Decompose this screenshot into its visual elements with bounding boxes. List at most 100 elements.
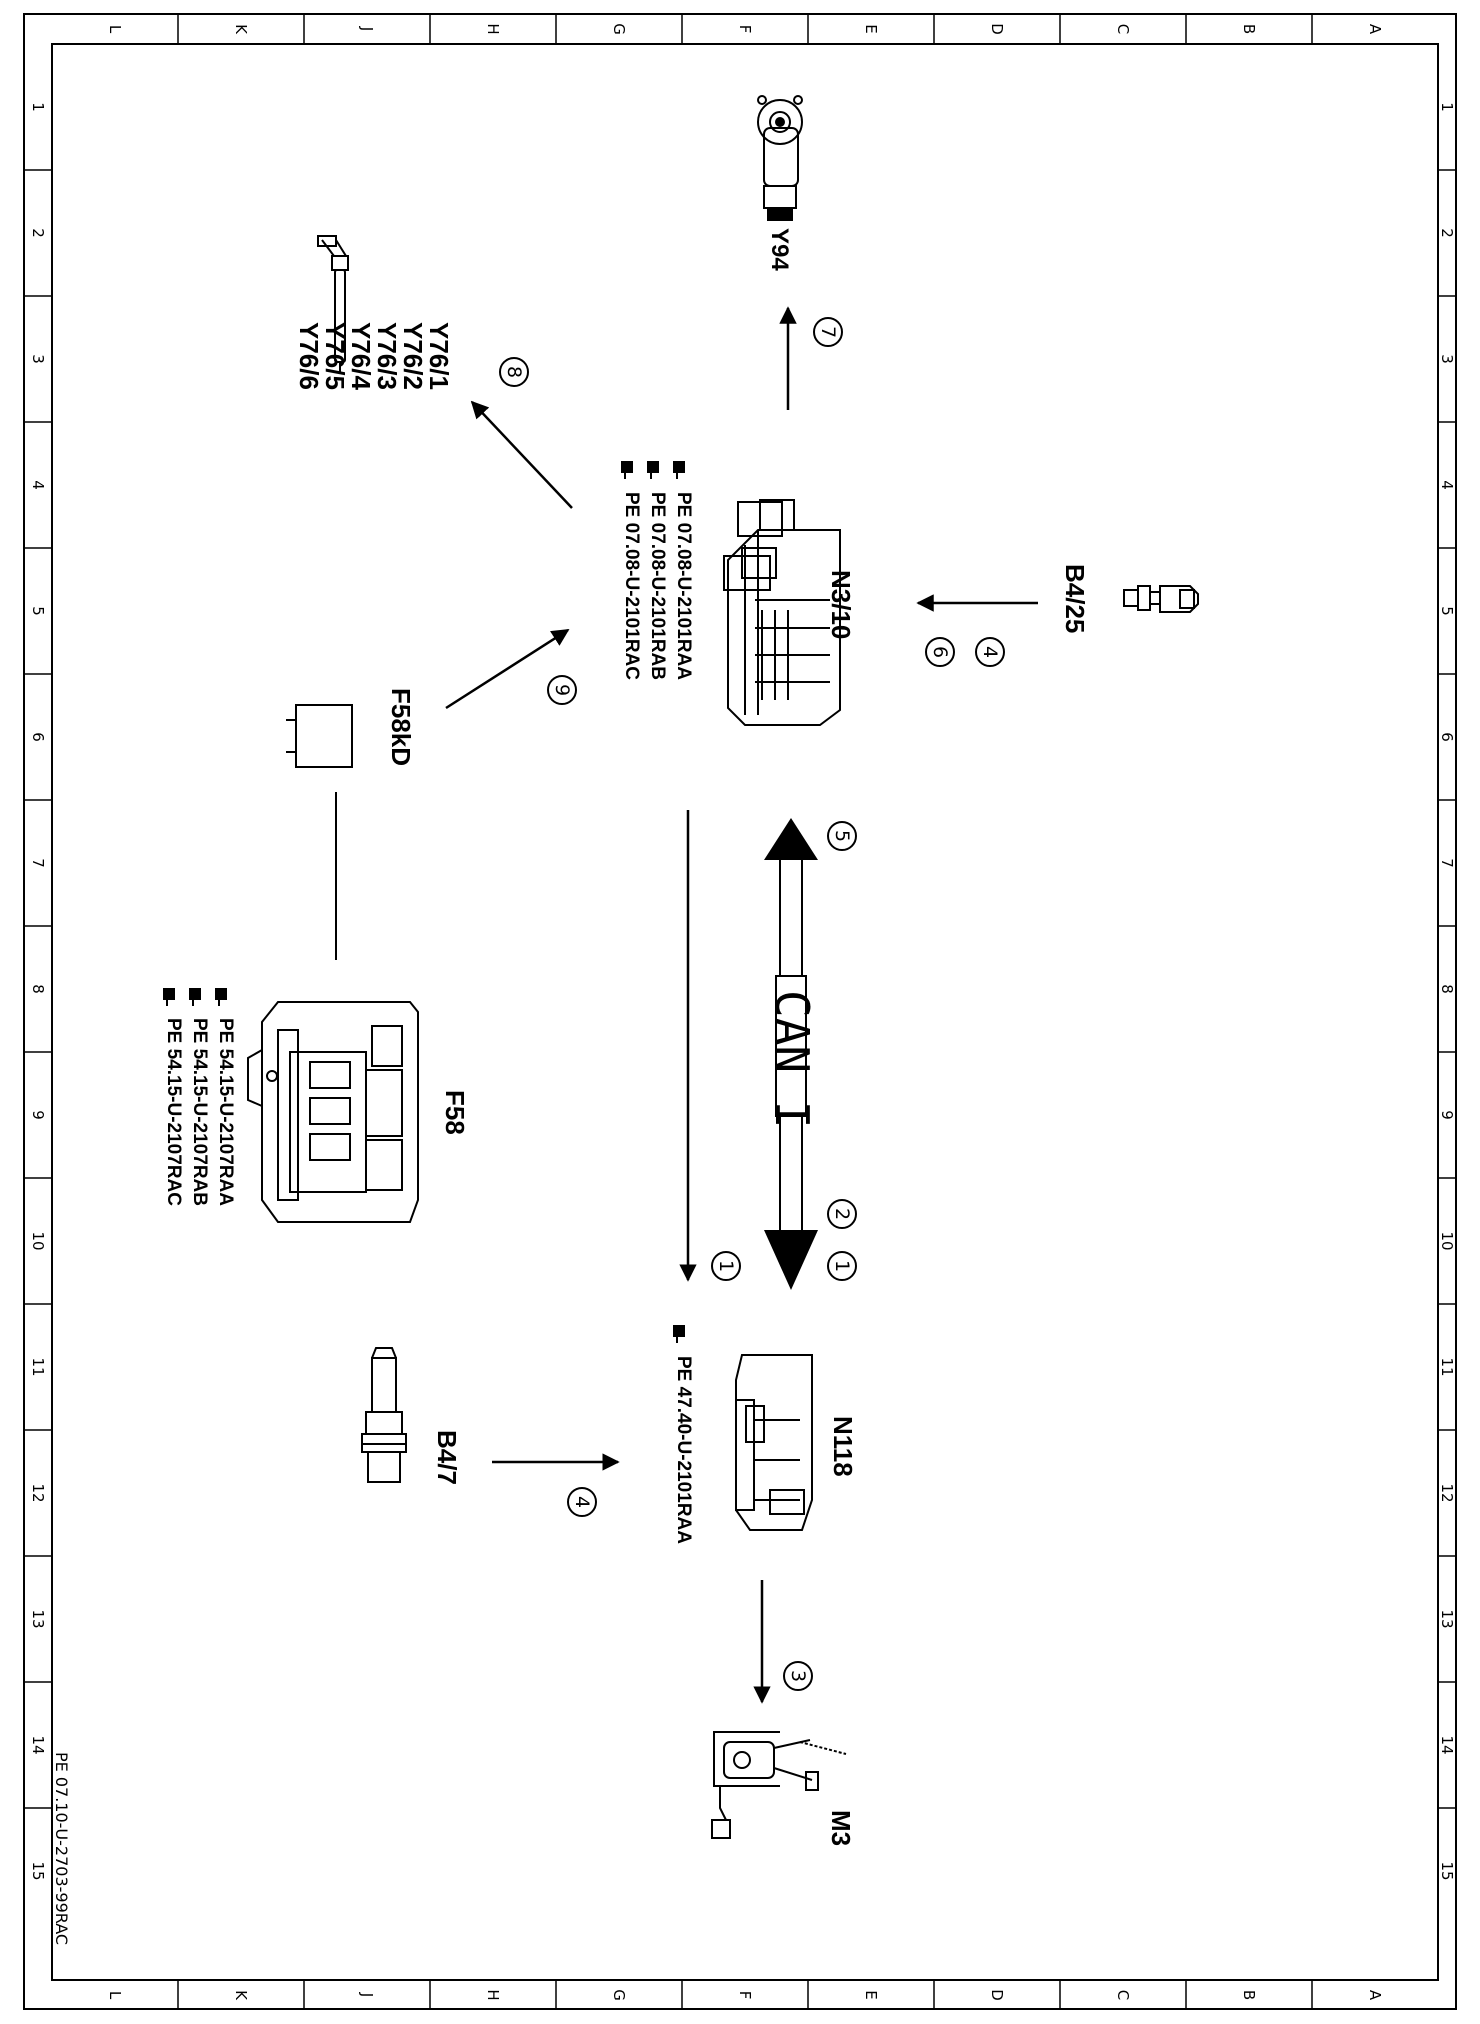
y76-component: Y76/1Y76/2Y76/3Y76/4Y76/5Y76/6 — [294, 235, 454, 390]
n118-label: N118 — [828, 1416, 858, 1477]
callout-9: 9 — [547, 675, 577, 705]
callout-1b: 1 — [711, 1251, 741, 1281]
grid-number-left: 15 — [29, 1861, 47, 1880]
injector-icon — [317, 235, 349, 372]
relay-icon — [286, 704, 353, 768]
grid-letter-bottom: D — [988, 1989, 1006, 2001]
n3-10-refs: PE 07.08-U-2101RAA PE 07.08-U-2101RAB PE… — [621, 461, 694, 680]
grid-lines — [24, 14, 1456, 2009]
n118-refs: PE 47.40-U-2101RAA — [673, 1325, 694, 1544]
grid-letter-top: L — [106, 25, 124, 34]
grid-letter-bottom: L — [106, 1991, 124, 2000]
can-label: CAN I — [765, 990, 819, 1128]
grid-number-right: 6 — [1438, 732, 1456, 742]
b4-25-component: B4/25 — [1060, 564, 1199, 633]
n118-control-unit-icon — [735, 1354, 813, 1531]
hand-icon — [163, 988, 175, 1006]
fuse-box-icon — [247, 1001, 419, 1223]
svg-text:4: 4 — [979, 646, 1001, 658]
grid-letter-top: J — [358, 26, 376, 31]
callout-3: 3 — [783, 1661, 813, 1691]
svg-text:4: 4 — [571, 1496, 593, 1508]
grid-letter-top: G — [610, 23, 628, 35]
svg-text:6: 6 — [929, 646, 951, 658]
temperature-sensor-icon — [361, 1347, 407, 1483]
grid-letter-bottom: E — [862, 1990, 880, 1999]
grid-letter-bottom: J — [358, 1992, 376, 1997]
hand-icon — [215, 988, 227, 1006]
f58-component: F58 PE 54.15-U-2107RAA PE 54.15-U-2107RA… — [163, 988, 470, 1223]
callout-4a: 4 — [975, 637, 1005, 667]
grid-letter-top: B — [1240, 24, 1258, 34]
svg-text:9: 9 — [551, 684, 573, 696]
grid-number-right: 9 — [1438, 1110, 1456, 1120]
y76-label-line: Y76/6 — [294, 322, 324, 390]
f58-label: F58 — [440, 1090, 470, 1135]
grid-number-right: 1 — [1438, 102, 1456, 112]
grid-letter-top: H — [484, 23, 502, 34]
grid-number-right: 5 — [1438, 606, 1456, 616]
arrow-f58kd-to-n3 — [445, 628, 570, 710]
y94-label: Y94 — [766, 228, 793, 271]
svg-text:2: 2 — [831, 1208, 853, 1220]
grid-number-left: 7 — [29, 858, 47, 868]
callout-4b: 4 — [567, 1487, 597, 1517]
grid-number-right: 8 — [1438, 984, 1456, 994]
callout-8: 8 — [499, 357, 529, 387]
grid-letter-top: D — [988, 23, 1006, 35]
callout-6: 6 — [925, 637, 955, 667]
grid-number-left: 14 — [29, 1735, 47, 1754]
hand-icon — [647, 461, 659, 479]
grid-number-left: 13 — [29, 1609, 47, 1628]
grid-number-right: 4 — [1438, 480, 1456, 490]
f58kd-component: F58kD — [286, 688, 416, 768]
b4-7-component: B4/7 — [361, 1347, 462, 1485]
pressure-sensor-icon — [1123, 585, 1199, 613]
m3-component: M3 — [711, 1731, 856, 1846]
b4-25-label: B4/25 — [1060, 564, 1090, 633]
grid-number-right: 15 — [1438, 1861, 1456, 1880]
y76-label-block: Y76/1Y76/2Y76/3Y76/4Y76/5Y76/6 — [294, 322, 454, 390]
callout-1a: 1 — [827, 1251, 857, 1281]
grid-letter-top: K — [232, 24, 250, 35]
n3-10-component: N3/10 PE 07.08-U-2101RAA PE 07.08-U-2101… — [621, 461, 856, 726]
y76-label-line: Y76/1 — [424, 322, 454, 390]
callout-5: 5 — [827, 821, 857, 851]
grid-letter-bottom: K — [232, 1990, 250, 2001]
n3-10-ref-1: PE 07.08-U-2101RAA — [673, 492, 694, 680]
grid-number-right: 2 — [1438, 228, 1456, 238]
grid-number-right: 12 — [1438, 1483, 1456, 1502]
f58kd-label: F58kD — [386, 688, 416, 766]
grid-letter-bottom: B — [1240, 1990, 1258, 2000]
grid-number-left: 2 — [29, 228, 47, 238]
grid-number-left: 9 — [29, 1110, 47, 1120]
grid-letter-top: E — [862, 24, 880, 33]
hand-icon — [189, 988, 201, 1006]
svg-text:1: 1 — [715, 1260, 737, 1272]
hand-icon — [673, 1325, 685, 1343]
n3-10-ref-3: PE 07.08-U-2101RAC — [621, 492, 642, 680]
f58-ref-2: PE 54.15-U-2107RAB — [189, 1018, 210, 1206]
grid-number-left: 10 — [29, 1231, 47, 1250]
svg-text:5: 5 — [831, 830, 853, 842]
grid-letter-bottom: C — [1114, 1990, 1132, 2000]
svg-text:8: 8 — [503, 366, 525, 378]
grid-number-left: 1 — [29, 102, 47, 112]
inner-frame — [51, 43, 1439, 1981]
b4-7-label: B4/7 — [432, 1430, 462, 1485]
hand-icon — [673, 461, 685, 479]
y76-label-line: Y76/2 — [398, 322, 428, 390]
grid-number-right: 7 — [1438, 858, 1456, 868]
grid-number-left: 5 — [29, 606, 47, 616]
grid-number-right: 11 — [1438, 1357, 1456, 1376]
f58-ref-1: PE 54.15-U-2107RAA — [215, 1018, 236, 1206]
fuel-pump-icon — [711, 1731, 847, 1839]
grid-number-right: 13 — [1438, 1609, 1456, 1628]
n3-10-label: N3/10 — [826, 570, 856, 639]
grid-letter-bottom: A — [1366, 1990, 1384, 2001]
n118-ref-1: PE 47.40-U-2101RAA — [673, 1356, 694, 1544]
y76-label-line: Y76/3 — [372, 322, 402, 390]
m3-label: M3 — [826, 1810, 856, 1846]
